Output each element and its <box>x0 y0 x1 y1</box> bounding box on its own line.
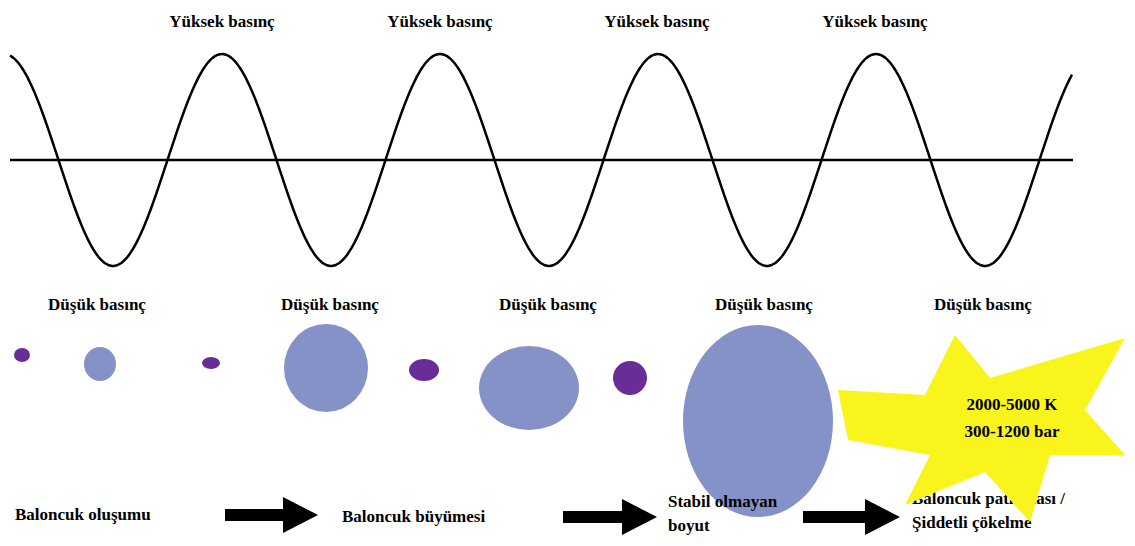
collapse-condition: 300-1200 bar <box>965 418 1060 445</box>
stage-label: Stabil olmayan boyut <box>668 490 808 538</box>
starburst-text-block: 2000-5000 K300-1200 bar <box>965 391 1060 445</box>
block-arrow <box>225 497 318 533</box>
bubble <box>479 346 579 430</box>
axis-line <box>10 159 1073 162</box>
pressure-label: Yüksek basınç <box>604 10 709 34</box>
bubble <box>84 347 116 381</box>
block-arrow <box>563 499 657 535</box>
pressure-label: Düşük basınç <box>934 293 1032 317</box>
small-bubble <box>202 357 220 369</box>
starburst-shape: 2000-5000 K300-1200 bar <box>838 333 1128 525</box>
stage-label: Baloncuk oluşumu <box>15 503 151 527</box>
pressure-wave-line <box>10 54 1072 266</box>
small-bubble <box>14 348 30 362</box>
block-arrow <box>803 499 900 535</box>
bubble <box>683 325 833 517</box>
stage-label: Baloncuk büyümesi <box>342 505 485 529</box>
pressure-label: Düşük basınç <box>281 293 379 317</box>
collapse-condition: 2000-5000 K <box>965 391 1060 418</box>
pressure-label: Düşük basınç <box>48 293 146 317</box>
pressure-label: Yüksek basınç <box>387 10 492 34</box>
starburst-fill <box>838 335 1125 522</box>
pressure-label: Düşük basınç <box>499 293 597 317</box>
pressure-label: Düşük basınç <box>715 293 813 317</box>
pressure-wave <box>10 54 1072 266</box>
bubble <box>284 324 368 412</box>
pressure-label: Yüksek basınç <box>169 10 274 34</box>
small-bubble <box>409 359 439 381</box>
small-bubble <box>613 361 647 395</box>
pressure-label: Yüksek basınç <box>822 10 927 34</box>
